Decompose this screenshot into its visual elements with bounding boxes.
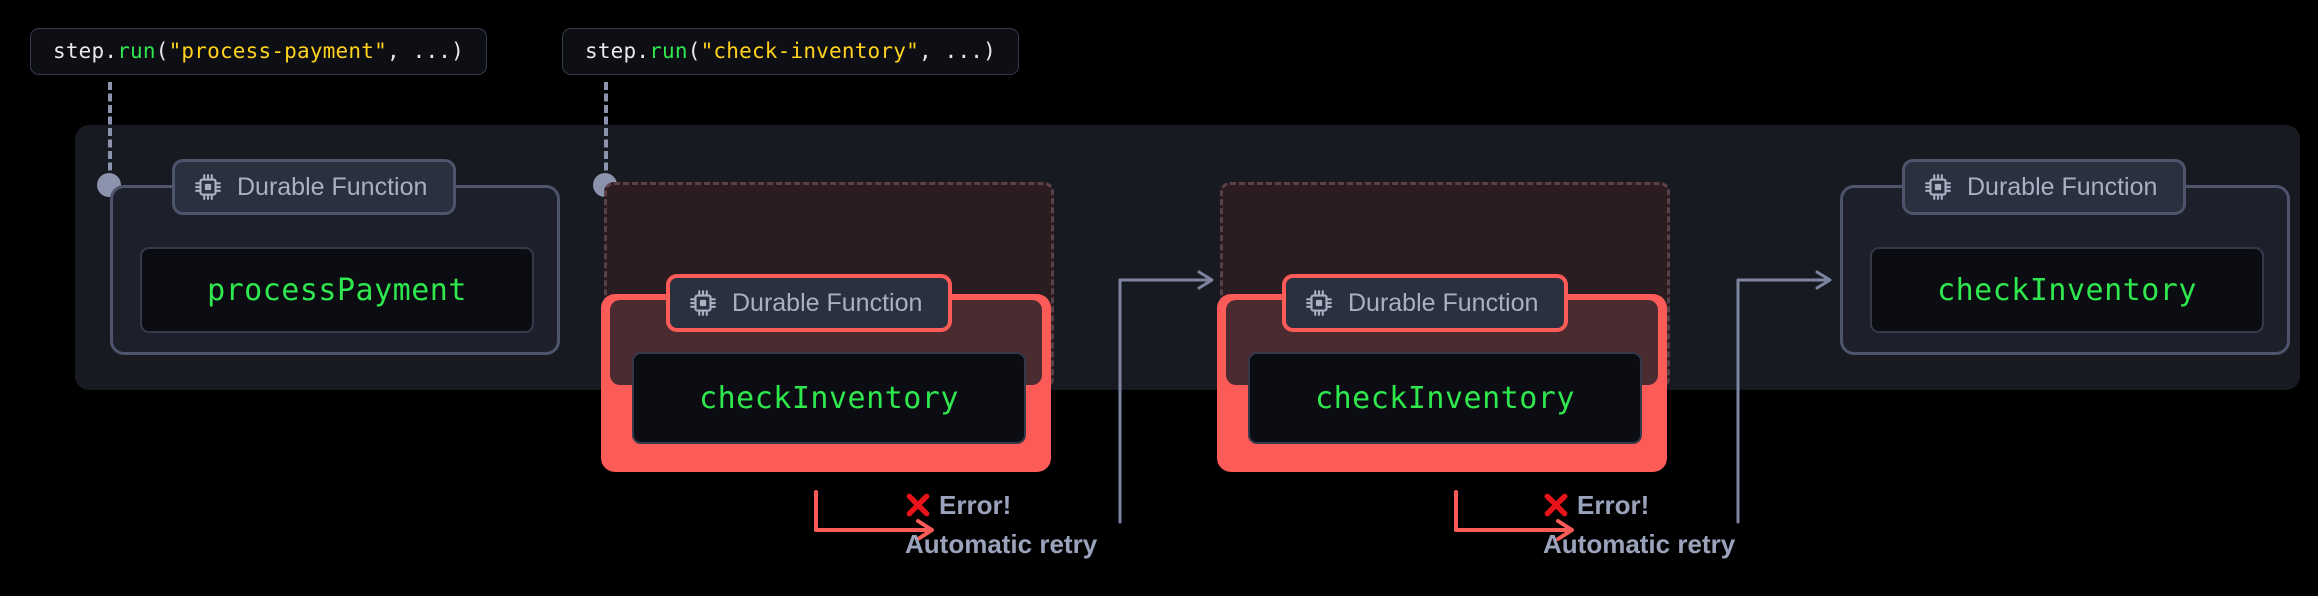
function-name: processPayment (207, 272, 467, 308)
error-line: Error! (1543, 492, 1735, 518)
function-code-panel: checkInventory (1870, 247, 2264, 333)
chip-icon (688, 288, 718, 318)
retry-connector-gray-2 (1736, 270, 1832, 524)
code-open-paren: ( (155, 39, 169, 63)
code-open-paren: ( (687, 39, 701, 63)
error-caption-2: Error! Automatic retry (1543, 492, 1735, 557)
retry-arrow-red-2 (1454, 490, 1574, 541)
badge-label: Durable Function (237, 172, 428, 201)
code-label-process-payment[interactable]: step.run("process-payment", ...) (30, 28, 487, 75)
function-code-panel: checkInventory (1248, 352, 1642, 444)
code-method: run (117, 39, 156, 63)
code-object: step (585, 39, 637, 63)
retry-label: Automatic retry (1543, 529, 1736, 559)
chip-icon (1923, 172, 1953, 202)
code-dot: . (104, 39, 118, 63)
error-line: Error! (905, 492, 1097, 518)
code-rest: , ...) (918, 39, 996, 63)
code-arg-string: "process-payment" (168, 39, 387, 63)
retry-arrow-red-1 (814, 490, 934, 541)
code-dot: . (636, 39, 650, 63)
error-label: Error! (1577, 490, 1650, 520)
function-code-panel: checkInventory (632, 352, 1026, 444)
connector-dashed-1 (108, 82, 112, 182)
code-arg-string: "check-inventory" (700, 39, 919, 63)
code-label-check-inventory[interactable]: step.run("check-inventory", ...) (562, 28, 1019, 75)
durable-function-block-check-inventory-attempt-2[interactable]: Durable Function checkInventory (1217, 182, 1670, 472)
connector-dashed-2 (604, 82, 608, 182)
badge-label: Durable Function (1967, 172, 2158, 201)
durable-function-badge[interactable]: Durable Function (172, 159, 457, 215)
durable-function-badge[interactable]: Durable Function (1282, 274, 1569, 332)
function-name: checkInventory (699, 380, 959, 416)
code-method: run (649, 39, 688, 63)
code-rest: , ...) (386, 39, 464, 63)
durable-function-badge[interactable]: Durable Function (666, 274, 953, 332)
error-label: Error! (939, 490, 1012, 520)
error-caption-1: Error! Automatic retry (905, 492, 1097, 557)
retry-label: Automatic retry (905, 529, 1098, 559)
durable-function-block-process-payment[interactable]: Durable Function processPayment (110, 159, 560, 355)
durable-function-badge[interactable]: Durable Function (1902, 159, 2187, 215)
function-name: checkInventory (1315, 380, 1575, 416)
badge-label: Durable Function (732, 288, 923, 317)
function-code-panel: processPayment (140, 247, 534, 333)
x-mark-icon (1544, 493, 1568, 517)
function-name: checkInventory (1937, 272, 2197, 308)
chip-icon (193, 172, 223, 202)
durable-function-block-check-inventory-attempt-1[interactable]: Durable Function checkInventory (601, 182, 1054, 472)
code-object: step (53, 39, 105, 63)
chip-icon (1304, 288, 1334, 318)
badge-label: Durable Function (1348, 288, 1539, 317)
durable-function-block-check-inventory-success[interactable]: Durable Function checkInventory (1840, 159, 2290, 355)
retry-connector-gray-1 (1118, 270, 1214, 524)
x-mark-icon (906, 493, 930, 517)
